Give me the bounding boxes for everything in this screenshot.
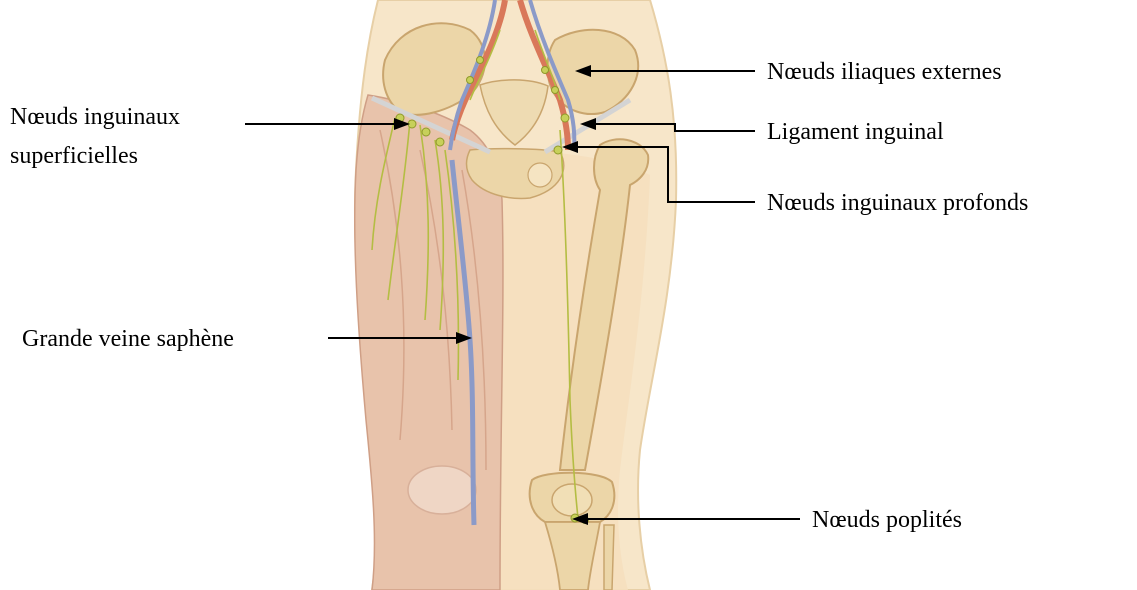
label-nodes-iliac-external: Nœuds iliaques externes	[767, 59, 1002, 85]
left-knee	[408, 466, 476, 514]
fibula-right	[604, 525, 614, 590]
obturator-foramen-right	[528, 163, 552, 187]
label-nodes-inguinal-superficial-line2: superficielles	[10, 143, 138, 169]
label-great-saphenous-vein: Grande veine saphène	[22, 326, 234, 352]
label-nodes-popliteal: Nœuds poplités	[812, 507, 962, 533]
label-ligament-inguinal: Ligament inguinal	[767, 119, 944, 145]
anatomy-illustration	[355, 0, 677, 590]
label-nodes-inguinal-deep: Nœuds inguinaux profonds	[767, 190, 1028, 216]
label-nodes-inguinal-superficial-line1: Nœuds inguinaux	[10, 104, 180, 130]
patella-right	[552, 484, 592, 516]
